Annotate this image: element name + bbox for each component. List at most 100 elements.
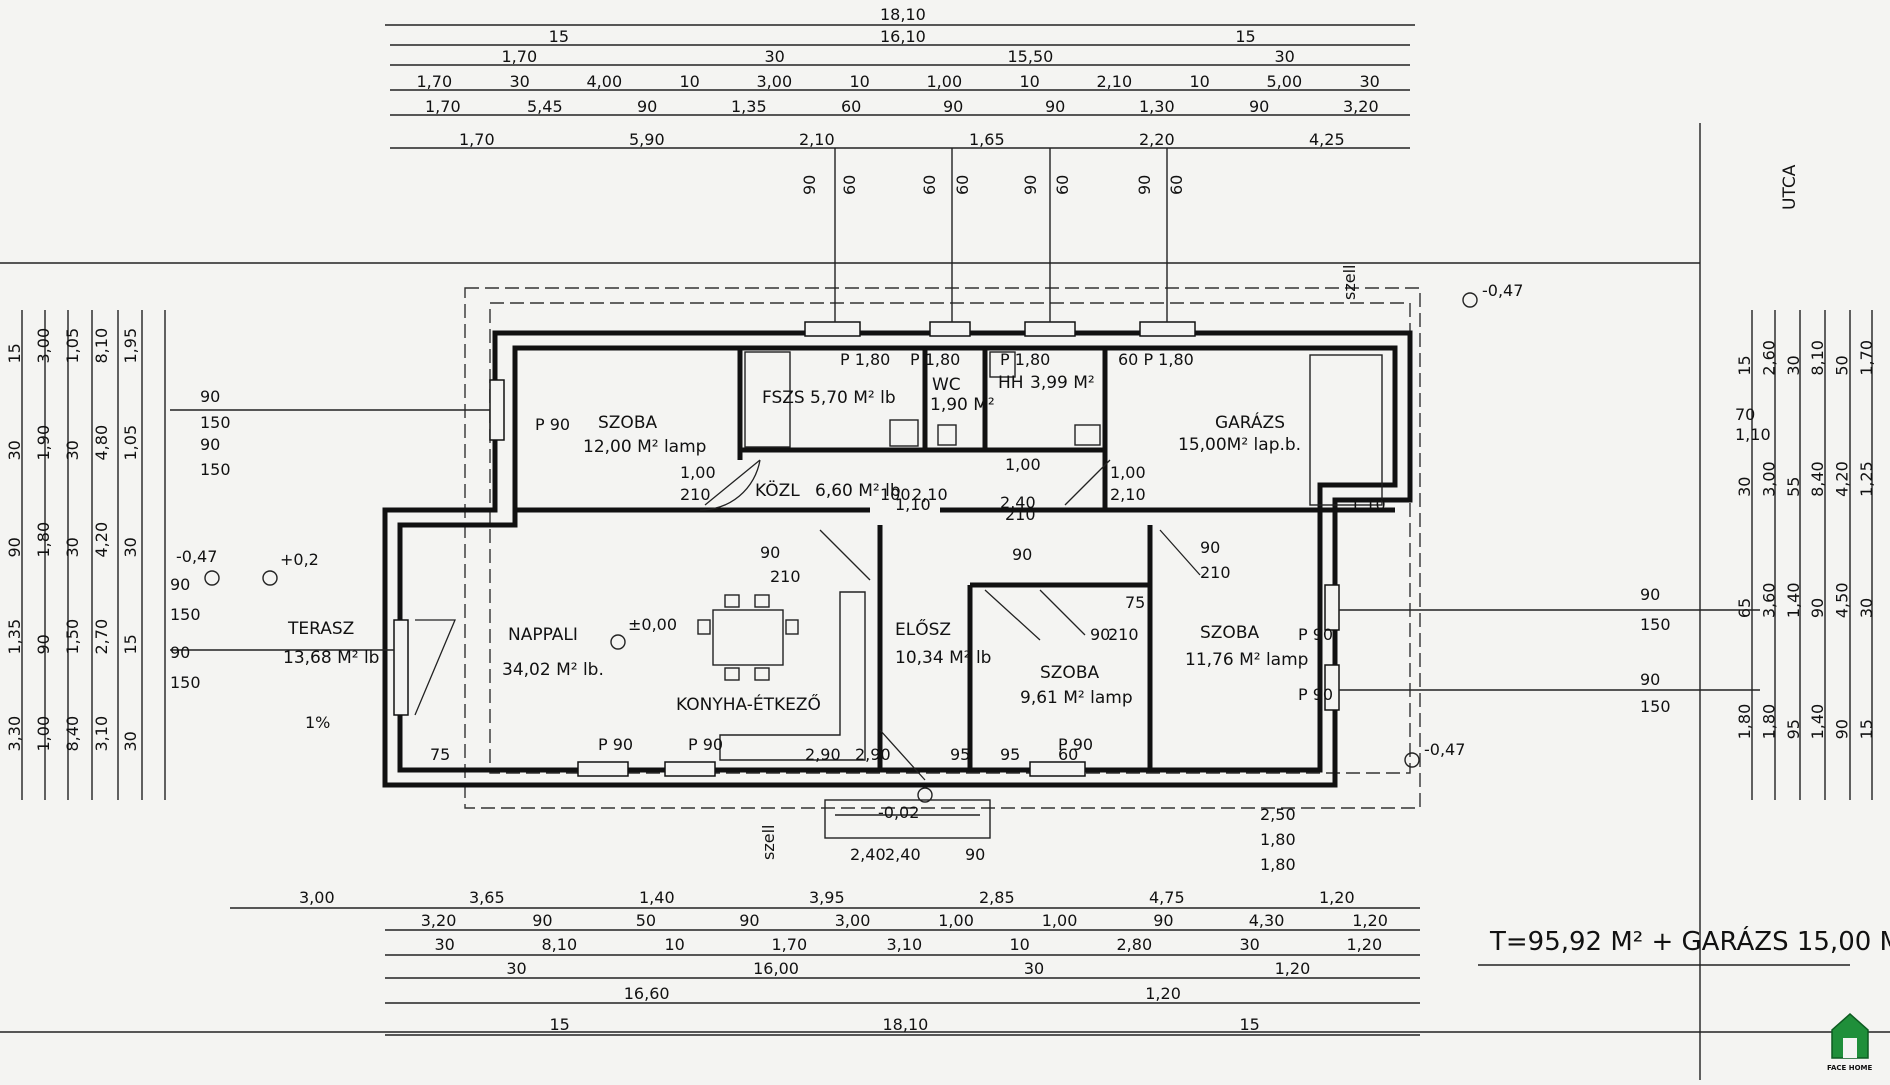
dim-bottom: 10 [665,935,685,954]
sink [889,419,919,447]
misc-dimension: 1,00 [680,463,716,482]
dim-bottom: 3,00 [835,911,871,930]
misc-dimension: 70 [1735,405,1755,424]
window-garage [1139,321,1196,337]
level-left: -0,47 [176,547,217,566]
door-terrace [414,619,456,716]
misc-dimension: 1,10 [1735,425,1771,444]
dim-bottom: 3,10 [887,935,923,954]
misc-dimension: 1,10 [895,495,931,514]
room-nappali-name: NAPPALI [508,625,578,645]
misc-dimension: 90 [760,543,780,562]
dim-bottom-overall: 15 [1240,1015,1260,1034]
window-label: 60 P 1,80 [1118,350,1194,369]
dim-bottom: 16,00 [753,959,799,978]
dim-top: 5,45 [527,97,563,116]
dim-right: 3,60 [1759,583,1778,619]
dim-top: 1,00 [927,72,963,91]
door-szoba1 [699,459,761,511]
room-terasz-name: TERASZ [287,619,354,639]
dim-left: 30 [63,537,82,557]
chair [754,667,770,681]
misc-dimension: 210 [1108,625,1139,644]
misc-dimension: 1,80 [1260,855,1296,874]
street-label: UTCA [1780,164,1800,210]
dim-left: 4,20 [92,522,111,558]
window-label: P 90 [688,735,723,754]
dim-bottom: 3,00 [299,888,335,907]
room-szoba1-area: 12,00 M² lamp [583,437,706,457]
dimension-lines-right [1751,310,1873,800]
dim-left: 30 [63,440,82,460]
window-szoba2 [1029,761,1086,777]
dim-top: 30 [1275,47,1295,66]
dim-bottom-overall: 18,10 [883,1015,929,1034]
window-label: P 90 [535,415,570,434]
dim-bottom: 1,20 [1275,959,1311,978]
dim-top: 2,10 [1097,72,1133,91]
room-fszs-area: 5,70 M² lb [810,388,896,408]
dim-top: 1,70 [417,72,453,91]
misc-dimension: 2,90 [805,745,841,764]
dim-top: 60 [841,97,861,116]
dim-top: 90 [1045,97,1065,116]
door-entry [879,729,926,781]
dim-bottom: 2,85 [979,888,1015,907]
dim-top: 10 [680,72,700,91]
dim-left: 8,10 [92,328,111,364]
room-szoba1-name: SZOBA [598,413,657,433]
window-height-label: 150 [170,605,201,624]
window-label: P 90 [598,735,633,754]
dim-bottom: 90 [739,911,759,930]
dim-right: 15 [1735,355,1754,375]
misc-dimension: 1,00 [1005,455,1041,474]
window-label: P 90 [1298,625,1333,644]
room-konyha-name: KONYHA-ÉTKEZŐ [676,693,821,715]
window-label: P 1,80 [840,350,890,369]
garage-shelf [1309,354,1383,506]
dim-left: 1,00 [34,716,53,752]
misc-dimension: 2,10 [1110,485,1146,504]
room-elosz-name: ELŐSZ [895,618,951,640]
dim-top-overall: 18,10 [880,5,926,24]
dim-left: 30 [121,537,140,557]
dim-top: 1,70 [502,47,538,66]
misc-dimension: 90 [965,845,985,864]
dim-top: 1,65 [969,130,1005,149]
window-height-label: 90 [1021,175,1040,195]
dim-bottom: 1,20 [1319,888,1355,907]
dim-bottom: 1,70 [772,935,808,954]
dim-right: 1,80 [1735,704,1754,740]
window-height-label: 90 [1640,585,1660,604]
door-szoba3 [1159,529,1201,576]
dim-top: 1,70 [425,97,461,116]
dim-bottom: 8,10 [542,935,578,954]
room-nappali-area: 34,02 M² lb. [502,660,604,680]
room-garazs-area: 15,00M² lap.b. [1178,435,1301,455]
misc-dimension: 1,10 [1350,495,1386,514]
level-marker [1404,752,1420,768]
dim-right: 2,60 [1759,340,1778,376]
window-leaders [170,148,1760,691]
dim-top: 30 [1360,72,1380,91]
room-szoba2-area: 9,61 M² lamp [1020,688,1133,708]
dim-bottom: 3,65 [469,888,505,907]
dim-left: 1,50 [63,619,82,655]
window-height-label: 60 [920,175,939,195]
window-label: P 90 [1058,735,1093,754]
dim-right: 8,40 [1808,461,1827,497]
logo-text: FACE HOME [1827,1064,1873,1072]
dim-bottom: 10 [1010,935,1030,954]
window-label: P 1,80 [910,350,960,369]
window-height-label: 60 [953,175,972,195]
dim-top: 3,00 [757,72,793,91]
dim-bottom: 30 [435,935,455,954]
level-zero: ±0,00 [628,615,677,634]
dimension-lines-top [385,24,1415,149]
window-height-label: 60 [1167,175,1186,195]
dim-top: 10 [1020,72,1040,91]
window-label: P 90 [1298,685,1333,704]
